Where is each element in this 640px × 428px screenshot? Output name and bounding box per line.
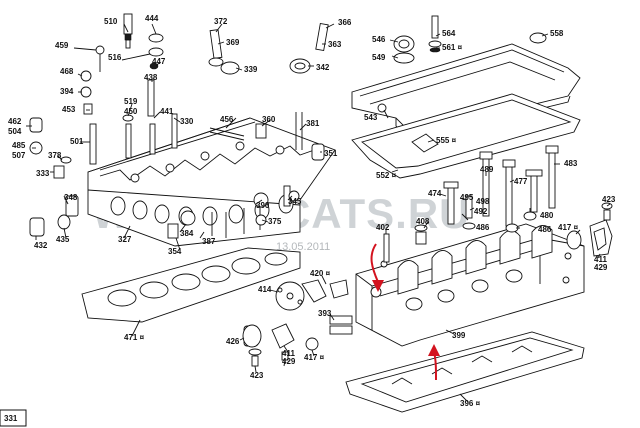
label-330[interactable]: 330 xyxy=(180,117,194,126)
label-438[interactable]: 438 xyxy=(144,73,158,82)
leader-lines xyxy=(26,23,611,403)
label-459[interactable]: 459 xyxy=(55,41,69,50)
label-399[interactable]: 399 xyxy=(452,331,466,340)
label-543[interactable]: 543 xyxy=(364,113,378,122)
label-549[interactable]: 549 xyxy=(372,53,386,62)
label-423a[interactable]: 423 xyxy=(602,195,616,204)
label-492[interactable]: 492 xyxy=(474,207,488,216)
label-375[interactable]: 375 xyxy=(268,217,282,226)
label-378[interactable]: 378 xyxy=(48,151,62,160)
part-labels: 510 444 459 516 447 468 438 394 453 519 … xyxy=(8,14,616,408)
label-417b[interactable]: 417 ¤ xyxy=(304,353,325,362)
label-408[interactable]: 408 xyxy=(416,217,430,226)
label-474[interactable]: 474 xyxy=(428,189,442,198)
label-345[interactable]: 345 xyxy=(288,197,302,206)
label-456[interactable]: 456 xyxy=(220,115,234,124)
housing-bolts[interactable] xyxy=(383,145,613,263)
label-453[interactable]: 453 xyxy=(62,105,76,114)
label-402[interactable]: 402 xyxy=(376,223,390,232)
valve-parts-group[interactable] xyxy=(29,22,329,239)
cylinder-head-gasket[interactable] xyxy=(81,247,301,323)
label-486b[interactable]: 486 xyxy=(538,225,552,234)
label-369[interactable]: 369 xyxy=(226,38,240,47)
label-558[interactable]: 558 xyxy=(550,29,564,38)
label-354[interactable]: 354 xyxy=(168,247,182,256)
label-435[interactable]: 435 xyxy=(56,235,70,244)
label-495[interactable]: 495 xyxy=(460,193,474,202)
label-485[interactable]: 485 xyxy=(12,141,26,150)
page-number-box: 331 xyxy=(0,409,27,427)
injector-group[interactable] xyxy=(29,13,178,179)
label-447[interactable]: 447 xyxy=(152,57,166,66)
label-348[interactable]: 348 xyxy=(64,193,78,202)
arrow-upper xyxy=(370,243,379,283)
label-393[interactable]: 393 xyxy=(318,309,332,318)
label-333[interactable]: 333 xyxy=(36,169,50,178)
annotation-arrows xyxy=(370,243,440,381)
label-471[interactable]: 471 ¤ xyxy=(124,333,145,342)
label-489[interactable]: 489 xyxy=(480,165,494,174)
label-396[interactable]: 396 ¤ xyxy=(460,399,481,408)
label-507[interactable]: 507 xyxy=(12,151,26,160)
label-486[interactable]: 486 xyxy=(476,223,490,232)
label-477[interactable]: 477 xyxy=(514,177,528,186)
label-483[interactable]: 483 xyxy=(564,159,578,168)
label-417a[interactable]: 417 ¤ xyxy=(558,223,579,232)
label-387[interactable]: 387 xyxy=(202,237,216,246)
label-546[interactable]: 546 xyxy=(372,35,386,44)
label-561[interactable]: 561 ¤ xyxy=(442,43,463,52)
label-480[interactable]: 480 xyxy=(540,211,554,220)
label-384[interactable]: 384 xyxy=(180,229,194,238)
label-414[interactable]: 414 xyxy=(258,285,272,294)
label-564[interactable]: 564 xyxy=(442,29,456,38)
label-411[interactable]: 411 xyxy=(594,255,607,264)
label-363[interactable]: 363 xyxy=(328,40,342,49)
label-468[interactable]: 468 xyxy=(60,67,74,76)
arrow-upper-head xyxy=(372,280,384,292)
cylinder-head[interactable] xyxy=(87,117,336,247)
label-510[interactable]: 510 xyxy=(104,17,118,26)
label-441[interactable]: 441 xyxy=(160,107,174,116)
label-339[interactable]: 339 xyxy=(244,65,258,74)
page-number: 331 xyxy=(4,414,18,423)
label-394[interactable]: 394 xyxy=(60,87,74,96)
label-426[interactable]: 426 xyxy=(226,337,240,346)
valve-cover[interactable] xyxy=(351,15,581,141)
camshaft-housing[interactable] xyxy=(355,223,585,347)
label-327[interactable]: 327 xyxy=(118,235,132,244)
label-462[interactable]: 462 xyxy=(8,117,22,126)
label-420[interactable]: 420 ¤ xyxy=(310,269,331,278)
label-411b[interactable]: 411 xyxy=(282,349,295,358)
label-372[interactable]: 372 xyxy=(214,17,228,26)
label-429b[interactable]: 429 xyxy=(282,357,296,366)
valve-cover-gasket[interactable] xyxy=(351,93,581,179)
label-423b[interactable]: 423 xyxy=(250,371,264,380)
label-390[interactable]: 390 xyxy=(256,201,270,210)
date-stamp: 13.05.2011 xyxy=(276,241,330,253)
label-366[interactable]: 366 xyxy=(338,18,352,27)
label-432[interactable]: 432 xyxy=(34,241,48,250)
label-444[interactable]: 444 xyxy=(145,14,159,23)
arrow-lower-head xyxy=(428,344,440,356)
label-498[interactable]: 498 xyxy=(476,197,490,206)
label-351[interactable]: 351 xyxy=(324,149,338,158)
label-429a[interactable]: 429 xyxy=(594,263,608,272)
label-519[interactable]: 519 xyxy=(124,97,138,106)
label-504[interactable]: 504 xyxy=(8,127,22,136)
label-516[interactable]: 516 xyxy=(108,53,122,62)
label-360[interactable]: 360 xyxy=(262,115,276,124)
label-555[interactable]: 555 ¤ xyxy=(436,136,457,145)
end-cover-plate[interactable] xyxy=(566,219,613,257)
camshaft-housing-gasket[interactable] xyxy=(345,331,585,413)
label-501[interactable]: 501 xyxy=(70,137,84,146)
label-450[interactable]: 450 xyxy=(124,107,138,116)
label-381[interactable]: 381 xyxy=(306,119,320,128)
label-552[interactable]: 552 ¤ xyxy=(376,171,397,180)
label-342[interactable]: 342 xyxy=(316,63,330,72)
